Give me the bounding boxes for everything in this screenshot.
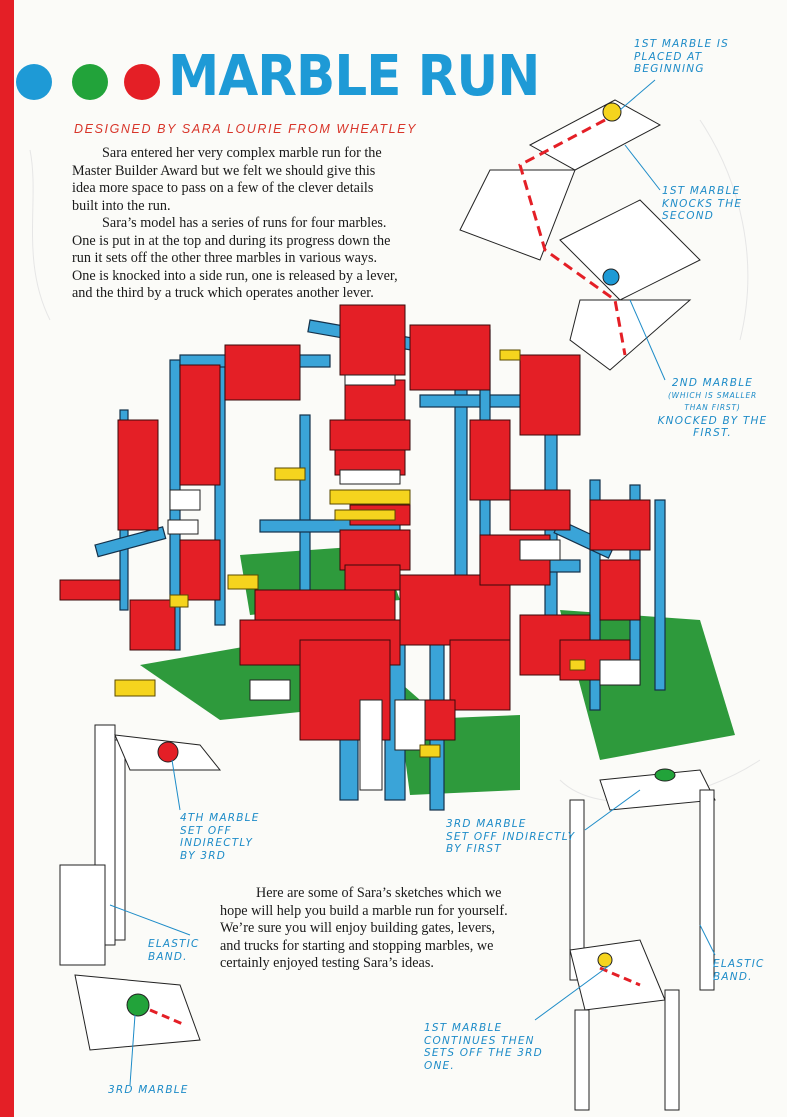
- note-third-marble: 3RD MARBLE: [108, 1084, 189, 1096]
- sketch-paragraph: Here are some of Sara’s sketches which w…: [220, 885, 508, 971]
- intro-paragraph-1: Sara entered her very complex marble run…: [72, 145, 382, 214]
- fourth-marble-icon: [157, 741, 179, 763]
- third-marble-icon: [126, 993, 150, 1017]
- note-first-marble-placed: 1ST MARBLE IS PLACED AT BEGINNING: [634, 38, 730, 75]
- first-marble-icon: [602, 102, 622, 122]
- note-second-marble: 2ND MARBLE (WHICH IS SMALLER THAN FIRST)…: [657, 377, 768, 439]
- intro-paragraph-2: Sara’s model has a series of runs for fo…: [72, 215, 398, 301]
- note-elastic-band-left: ELASTIC BAND.: [148, 938, 200, 963]
- sketch-bottom-right: [569, 769, 716, 1111]
- note-first-knocks-second: 1ST MARBLE KNOCKS THE SECOND: [662, 185, 743, 222]
- sketch-top-right-path: [518, 118, 627, 356]
- second-marble-icon: [602, 268, 620, 286]
- intro-text: Sara entered her very complex marble run…: [72, 145, 402, 303]
- note-third-marble-set-off: 3RD MARBLE SET OFF INDIRECTLY BY FIRST: [446, 818, 576, 855]
- page-edge-strip: [0, 0, 14, 1117]
- red-bricks: [59, 304, 651, 741]
- sketch-top-right: [459, 99, 701, 371]
- red-dot-icon: [124, 64, 160, 100]
- note-elastic-band-right: ELASTIC BAND.: [713, 958, 765, 983]
- white-bricks: [167, 374, 641, 791]
- green-dot-icon: [72, 64, 108, 100]
- green-marble-icon: [654, 768, 676, 782]
- yellow-bricks: [114, 349, 586, 758]
- note-leader-lines: [109, 79, 716, 1086]
- page-title: MARBLE RUN: [168, 44, 540, 109]
- note-fourth-marble: 4TH MARBLE SET OFF INDIRECTLY BY 3RD: [180, 812, 260, 862]
- blue-dot-icon: [16, 64, 52, 100]
- byline: DESIGNED BY SARA LOURIE FROM WHEATLEY: [74, 122, 418, 136]
- note-first-marble-continues: 1ST MARBLE CONTINUES THEN SETS OFF THE 3…: [424, 1022, 543, 1072]
